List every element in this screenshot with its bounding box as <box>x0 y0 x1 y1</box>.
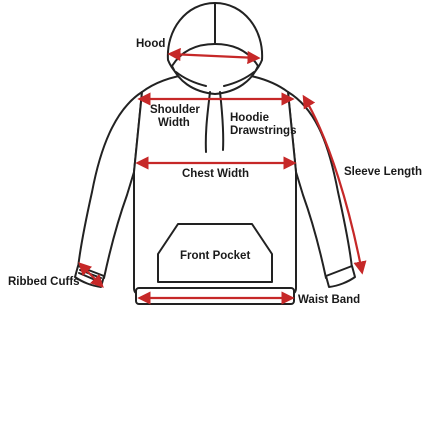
shoulder-width-label: Shoulder <box>150 104 200 116</box>
cuff-arrow <box>78 262 104 288</box>
measurement-arrows <box>78 47 367 305</box>
sleeve-length-label: Sleeve Length <box>344 166 422 178</box>
shoulder-width-label: Width <box>158 117 190 129</box>
hood-fold <box>223 71 255 87</box>
ribbed-cuffs-label: Ribbed Cuffs <box>8 276 80 288</box>
front-pocket-label: Front Pocket <box>180 250 250 262</box>
chest-width-label: Chest Width <box>182 168 249 180</box>
hood-label: Hood <box>136 38 165 50</box>
front-pocket <box>157 223 273 283</box>
labels: Hood Shoulder Width Hoodie Drawstrings C… <box>8 38 422 306</box>
waist-band-label: Waist Band <box>298 294 360 306</box>
sleeve-length-arrow <box>302 94 367 275</box>
hood-fold <box>175 71 207 87</box>
hood-arrow <box>167 47 261 65</box>
right-sleeve <box>287 91 353 279</box>
left-sleeve <box>77 91 143 279</box>
drawstrings-label: Hoodie <box>230 112 269 124</box>
drawstrings-label: Drawstrings <box>230 125 296 137</box>
waistband <box>135 287 295 305</box>
